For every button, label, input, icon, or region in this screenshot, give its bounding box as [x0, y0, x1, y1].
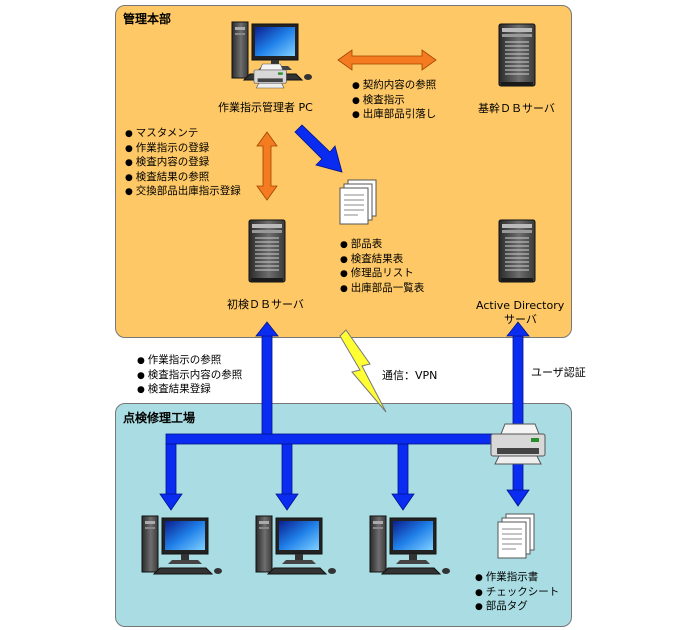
factory-printer-icon [490, 423, 546, 465]
list-item: 検査指示内容の参照 [137, 369, 243, 384]
list-item: 部品表 [340, 238, 424, 253]
factory-pc-1-icon [141, 515, 223, 575]
inspection-db-server-icon [248, 219, 286, 283]
pc-core-arrow [337, 49, 437, 71]
list-item: 出庫部品一覧表 [340, 282, 425, 297]
list-item: 検査結果の参照 [125, 171, 241, 186]
pc-inspection-operations-list: マスタメンテ 作業指示の登録 検査内容の登録 検査結果の参照 交換部品出庫指示登… [125, 127, 241, 200]
pc-inspection-arrow [256, 131, 278, 201]
list-item: 検査結果登録 [137, 383, 242, 398]
report-document-icon [339, 179, 377, 225]
admin-pc-label: 作業指示管理者 PC [218, 101, 313, 114]
ad-server-label-line2: サーバ [504, 313, 537, 326]
list-item: 出庫部品引落し [352, 108, 437, 123]
list-item: 検査指示 [352, 94, 436, 109]
factory-zone-title: 点検修理工場 [123, 411, 196, 425]
reports-list: 部品表 検査結果表 修理品リスト 出庫部品一覧表 [340, 238, 425, 297]
print-reports-arrow [294, 124, 343, 173]
list-item: 作業指示の参照 [137, 354, 242, 369]
admin-pc-printer-icon [253, 63, 287, 89]
factory-pc-2-icon [255, 515, 337, 575]
list-item: 修理品リスト [340, 267, 424, 282]
inspection-db-label: 初検ＤＢサーバ [227, 298, 304, 311]
list-item: チェックシート [475, 586, 560, 601]
list-item: マスタメンテ [125, 127, 241, 142]
list-item: 契約内容の参照 [352, 79, 437, 94]
printed-documents-list: 作業指示書 チェックシート 部品タグ [475, 571, 560, 615]
hq-zone-title: 管理本部 [123, 12, 172, 26]
ad-server-label: Active Directory [476, 299, 565, 312]
list-item: 作業指示の登録 [125, 142, 241, 157]
list-item: 検査内容の登録 [125, 156, 241, 171]
core-db-server-icon [498, 23, 536, 87]
list-item: 検査結果表 [340, 253, 424, 268]
pc-core-operations-list: 契約内容の参照 検査指示 出庫部品引落し [352, 79, 437, 123]
lightning-icon [339, 329, 387, 413]
vpn-label: 通信：VPN [382, 369, 438, 382]
list-item: 部品タグ [475, 600, 559, 615]
factory-pc-3-icon [369, 515, 451, 575]
list-item: 作業指示書 [475, 571, 559, 586]
user-auth-label: ユーザ認証 [531, 366, 586, 379]
factory-operations-list: 作業指示の参照 検査指示内容の参照 検査結果登録 [137, 354, 243, 398]
printed-document-icon [497, 513, 535, 559]
core-db-label: 基幹ＤＢサーバ [478, 102, 555, 115]
ad-server-icon [498, 219, 536, 283]
list-item: 交換部品出庫指示登録 [125, 185, 241, 200]
network-bus [159, 321, 530, 511]
